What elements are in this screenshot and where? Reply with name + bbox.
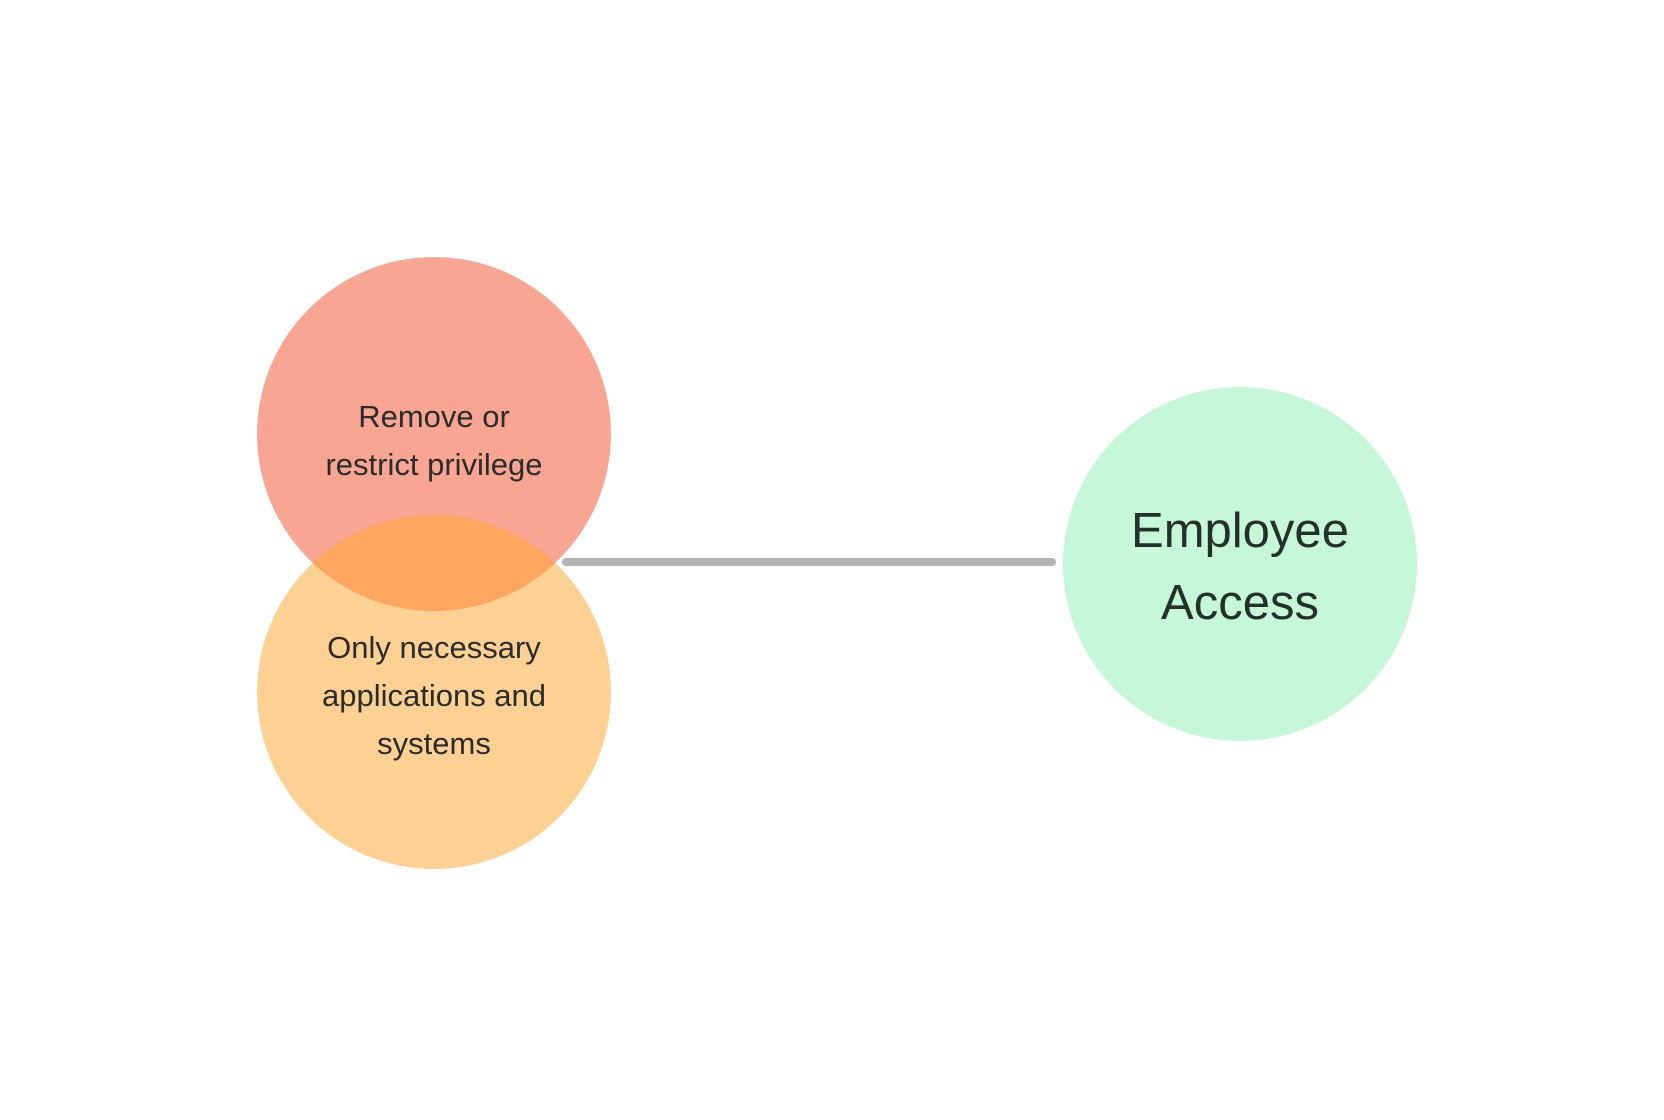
employee-access-circle[interactable] [1063,387,1417,741]
applications-label: Only necessary applications and systems [321,630,547,761]
applications-circle[interactable] [257,515,611,869]
privilege-label: Remove or restrict privilege [325,399,543,482]
employee-access-label: Employee Access [1131,504,1349,630]
privilege-circle[interactable] [257,257,611,611]
